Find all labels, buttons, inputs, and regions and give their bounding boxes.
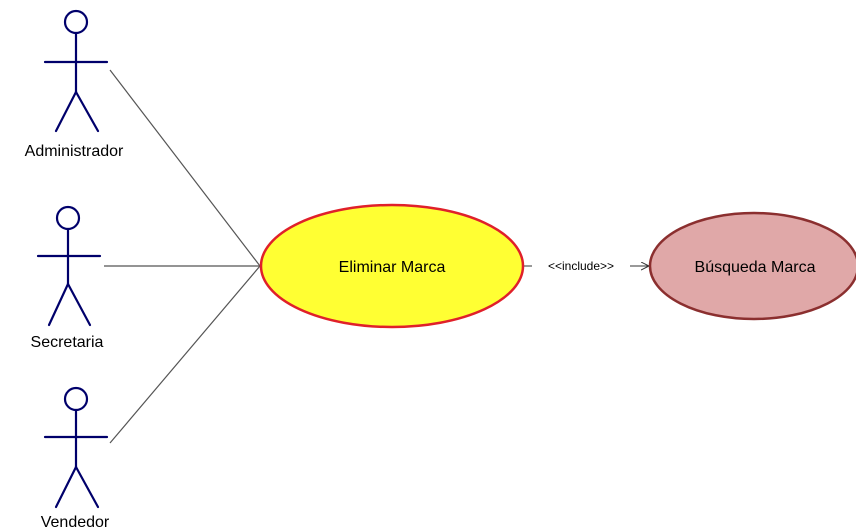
stick-figure-icon bbox=[36, 205, 102, 327]
actor-label-vendedor: Vendedor bbox=[41, 514, 110, 531]
usecase-label-busqueda-marca: Búsqueda Marca bbox=[695, 259, 816, 276]
stick-figure-icon bbox=[43, 9, 109, 133]
stick-figure-icon bbox=[43, 386, 109, 509]
usecase-busqueda-marca[interactable]: Búsqueda Marca bbox=[648, 211, 856, 321]
usecase-label-eliminar-marca: Eliminar Marca bbox=[339, 259, 446, 276]
association-vendedor-eliminar-marca bbox=[109, 265, 261, 444]
usecase-ellipse bbox=[648, 211, 856, 321]
actor-secretaria[interactable]: Secretaria bbox=[31, 205, 104, 351]
actor-administrador[interactable]: Administrador bbox=[25, 9, 124, 160]
include-label: <<include>> bbox=[548, 259, 614, 273]
actor-label-secretaria: Secretaria bbox=[31, 334, 104, 351]
actor-vendedor[interactable]: Vendedor bbox=[41, 386, 110, 531]
association-administrador-eliminar-marca bbox=[109, 69, 261, 267]
actor-label-administrador: Administrador bbox=[25, 143, 124, 160]
usecase-eliminar-marca[interactable]: Eliminar Marca bbox=[259, 203, 525, 329]
usecase-ellipse bbox=[259, 203, 525, 329]
